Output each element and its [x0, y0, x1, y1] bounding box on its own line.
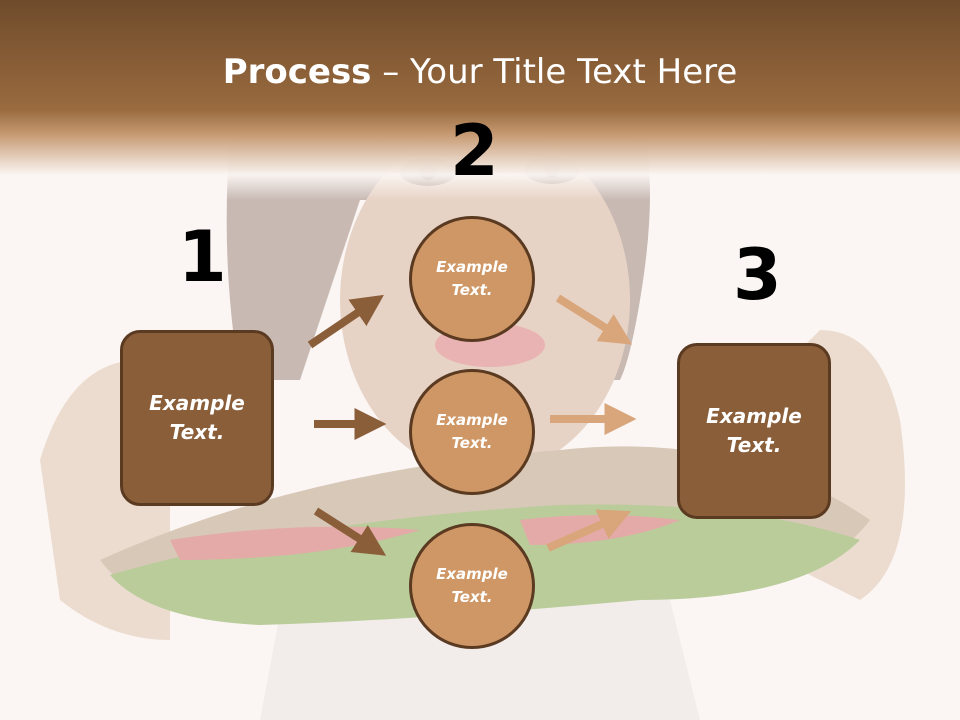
step-2-circle-top[interactable]: Example Text. — [409, 216, 535, 342]
step-2-circle-bottom[interactable]: Example Text. — [409, 523, 535, 649]
circle-label: Example Text. — [436, 258, 508, 299]
slide-title-rest: – Your Title Text Here — [371, 52, 738, 92]
arrow-2-to-3-top — [555, 294, 633, 345]
step-number-3: 3 — [733, 234, 782, 316]
step-number-1: 1 — [178, 216, 227, 298]
circle-label: Example Text. — [436, 411, 508, 452]
arrow-1-to-2-bottom — [313, 507, 387, 556]
step-1-box-label: Example Text. — [149, 391, 245, 444]
arrow-1-to-2-top — [307, 294, 384, 349]
header-band — [0, 0, 960, 200]
step-number-2: 2 — [450, 110, 499, 192]
step-2-circle-middle[interactable]: Example Text. — [409, 369, 535, 495]
slide-title-bold: Process — [222, 52, 372, 92]
arrow-2-to-3-bottom — [546, 509, 632, 552]
circle-label: Example Text. — [436, 565, 508, 606]
step-3-box-label: Example Text. — [706, 404, 802, 457]
step-1-box[interactable]: Example Text. — [120, 330, 274, 506]
step-3-box[interactable]: Example Text. — [677, 343, 831, 519]
slide-title: Process – Your Title Text Here — [0, 52, 960, 92]
